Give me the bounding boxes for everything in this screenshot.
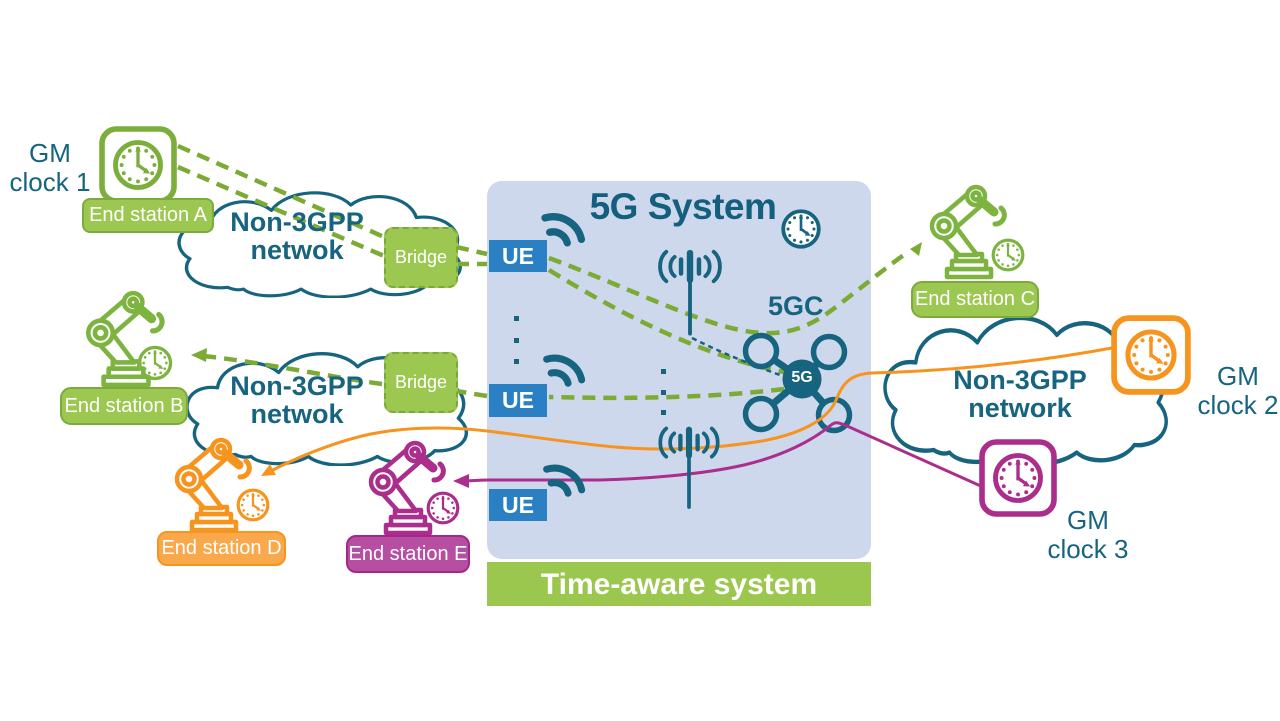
cloud-1-label: Non-3GPP netwok bbox=[230, 207, 364, 266]
end-station-e-label: End station E bbox=[346, 535, 470, 573]
clock-icon-endstation-c bbox=[991, 238, 1025, 272]
bridge-box-2: Bridge bbox=[384, 352, 458, 413]
label-5gc: 5GC bbox=[768, 291, 824, 321]
end-station-a-label: End station A bbox=[82, 198, 214, 233]
path-ue1-to-5g-node bbox=[547, 268, 785, 375]
gm-clock-1-label: GM clock 1 bbox=[9, 138, 91, 197]
ue-box-1: UE bbox=[489, 240, 547, 272]
label-5g-node: 5G bbox=[791, 369, 813, 386]
path-tower-to-5g-node bbox=[691, 336, 781, 377]
cloud-2-label: Non-3GPP netwok bbox=[230, 371, 364, 430]
cloud-3-label: Non-3GPP network bbox=[953, 365, 1087, 424]
end-station-d-label: End station D bbox=[157, 531, 286, 566]
path-ue1-to-endstation-c bbox=[548, 250, 910, 336]
arrowhead-to-endstation-e bbox=[453, 474, 469, 488]
gm-clock-3-icon bbox=[982, 442, 1054, 514]
gm-clock-2-label: GM clock 2 bbox=[1197, 361, 1279, 420]
ellipsis-dots bbox=[514, 316, 666, 415]
arrowhead-to-endstation-d bbox=[261, 464, 276, 476]
sync-paths-green bbox=[177, 143, 910, 401]
clock-icon-endstation-d bbox=[236, 488, 270, 522]
clock-icon-endstation-e bbox=[426, 491, 460, 525]
ue-box-2: UE bbox=[489, 384, 547, 417]
gm-clock-1-icon bbox=[102, 129, 174, 201]
bridge-box-1: Bridge bbox=[384, 227, 458, 288]
5g-node bbox=[782, 359, 822, 399]
end-station-b-label: End station B bbox=[60, 387, 188, 425]
gm-clock-2-icon bbox=[1114, 318, 1188, 392]
arrowhead-to-endstation-c bbox=[910, 242, 922, 256]
time-aware-system-label: Time-aware system bbox=[540, 568, 818, 601]
time-aware-bar bbox=[487, 562, 871, 606]
5g-system-panel bbox=[487, 181, 871, 559]
path-gmclock3-to-endstation-e bbox=[463, 421, 984, 489]
arrowhead-to-endstation-b bbox=[191, 348, 207, 362]
ue-box-3: UE bbox=[489, 489, 547, 521]
end-station-c-label: End station C bbox=[911, 281, 1039, 318]
path-bridge2-to-endstation-b bbox=[202, 353, 383, 387]
page-title: 5G System bbox=[589, 186, 777, 227]
robot-arm-icon-endstation-c bbox=[932, 187, 1004, 277]
gm-clock-3-label: GM clock 3 bbox=[1047, 505, 1129, 564]
system-clock-icon bbox=[781, 209, 821, 249]
path-5g-node-to-ue2 bbox=[548, 386, 785, 401]
